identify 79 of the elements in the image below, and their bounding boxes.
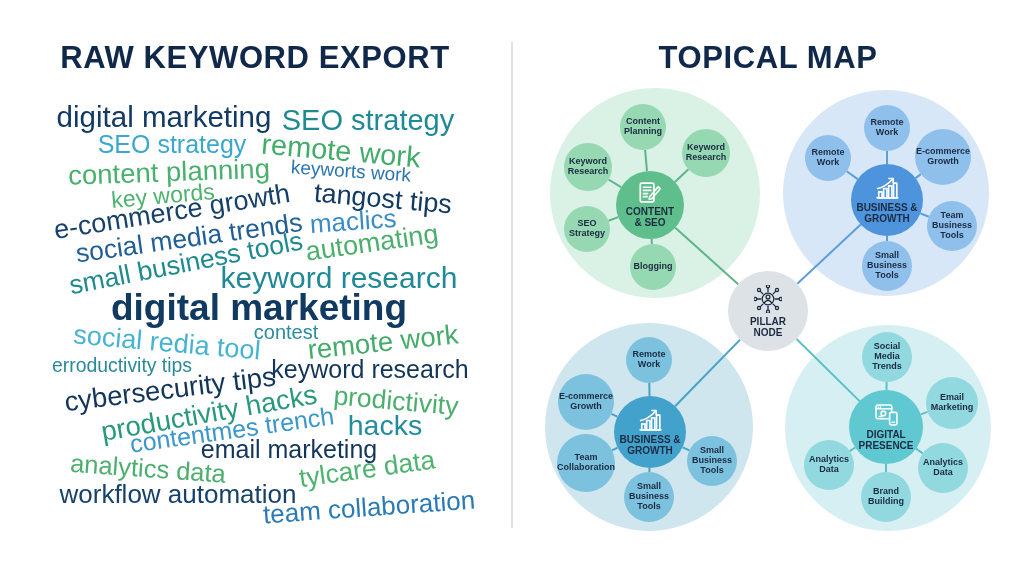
topic-circle xyxy=(558,374,614,430)
topic-label: Remote Work xyxy=(870,118,904,138)
topic-label: Brand Building xyxy=(868,487,904,507)
connector-line xyxy=(611,446,619,452)
topic-label: Analytics Data xyxy=(809,455,849,475)
topic-circle xyxy=(927,201,977,251)
topic-circle xyxy=(915,129,971,185)
topic-circle xyxy=(620,104,666,150)
topic-circle xyxy=(564,143,612,191)
topic-circle xyxy=(630,244,676,290)
topic-label: E-commerce Growth xyxy=(916,147,970,167)
topic-circle xyxy=(564,206,610,252)
topic-circle xyxy=(687,436,737,486)
topic-label: Social Media Trends xyxy=(872,342,902,372)
topic-label: Keyword Research xyxy=(685,143,727,163)
hub-label: DIGITAL PRESENCE xyxy=(857,428,915,451)
panel-heading: TOPICAL MAP xyxy=(658,41,878,73)
connector-line xyxy=(674,338,742,408)
topic-circle xyxy=(861,472,911,522)
connector-line xyxy=(795,338,861,403)
connector-line xyxy=(886,150,888,165)
connector-line xyxy=(644,148,648,173)
hub-label: BUSINESS & GROWTH xyxy=(855,201,919,224)
topic-label: Analytics Data xyxy=(923,458,963,478)
connector-line xyxy=(674,226,740,286)
connector-line xyxy=(673,168,690,183)
keyword-text: SEO strategy xyxy=(281,105,455,135)
hub-label: BUSINESS & GROWTH xyxy=(618,433,682,456)
topic-circle xyxy=(862,241,912,291)
connector-line xyxy=(796,223,862,285)
topic-circle xyxy=(804,440,854,490)
topic-label: Small Business Tools xyxy=(867,251,907,281)
pillar-label: PILLAR NODE xyxy=(749,315,787,338)
topic-circle xyxy=(862,332,912,382)
panel-heading: RAW KEYWORD EXPORT xyxy=(60,41,450,73)
topic-label: Email Marketing xyxy=(930,393,974,413)
connector-line xyxy=(648,382,651,397)
connector-line xyxy=(607,178,622,189)
topic-circle xyxy=(626,337,672,383)
connector-line xyxy=(648,467,651,473)
topic-circle xyxy=(926,377,978,429)
hub-label: CONTENT & SEO xyxy=(624,206,676,228)
connector-line xyxy=(681,446,691,452)
topic-circle xyxy=(805,135,851,181)
connector-line xyxy=(610,412,619,418)
topic-label: Small Business Tools xyxy=(692,446,732,476)
keyword-text: erroductivity tips xyxy=(51,356,193,376)
topic-label: Small Business Tools xyxy=(629,482,669,512)
topic-circle xyxy=(918,443,968,493)
connector-line xyxy=(919,212,930,218)
topic-label: E-commerce Growth xyxy=(559,392,613,412)
hub-circle xyxy=(849,390,923,464)
connector-line xyxy=(919,410,929,416)
connector-line xyxy=(845,170,859,181)
connector-line xyxy=(914,173,922,180)
pillar-circle xyxy=(728,271,808,351)
connector-line xyxy=(886,235,888,242)
keyword-text: SEO strategy xyxy=(97,131,247,157)
topic-label: Blogging xyxy=(633,262,673,272)
topic-circle xyxy=(864,105,910,151)
topic-circle xyxy=(624,472,674,522)
hub-circle xyxy=(614,396,686,468)
topic-label: Remote Work xyxy=(632,350,666,370)
topic-label: Content Planning xyxy=(624,117,662,137)
connector-line xyxy=(650,238,653,245)
connector-line xyxy=(848,446,857,453)
topic-circle xyxy=(557,434,615,492)
topic-label: SEO Strategy xyxy=(569,219,605,239)
connector-line xyxy=(885,381,888,391)
connector-line xyxy=(915,447,924,455)
connector-line xyxy=(885,463,887,473)
hub-circle xyxy=(616,171,684,239)
topic-label: Team Collaboration xyxy=(557,453,615,473)
topic-label: Keyword Research xyxy=(567,157,609,177)
topic-label: Remote Work xyxy=(811,148,845,168)
keyword-text: digital marketing xyxy=(56,102,272,132)
topic-label: Team Business Tools xyxy=(932,211,972,241)
topic-circle xyxy=(682,129,730,177)
connector-line xyxy=(607,216,620,222)
